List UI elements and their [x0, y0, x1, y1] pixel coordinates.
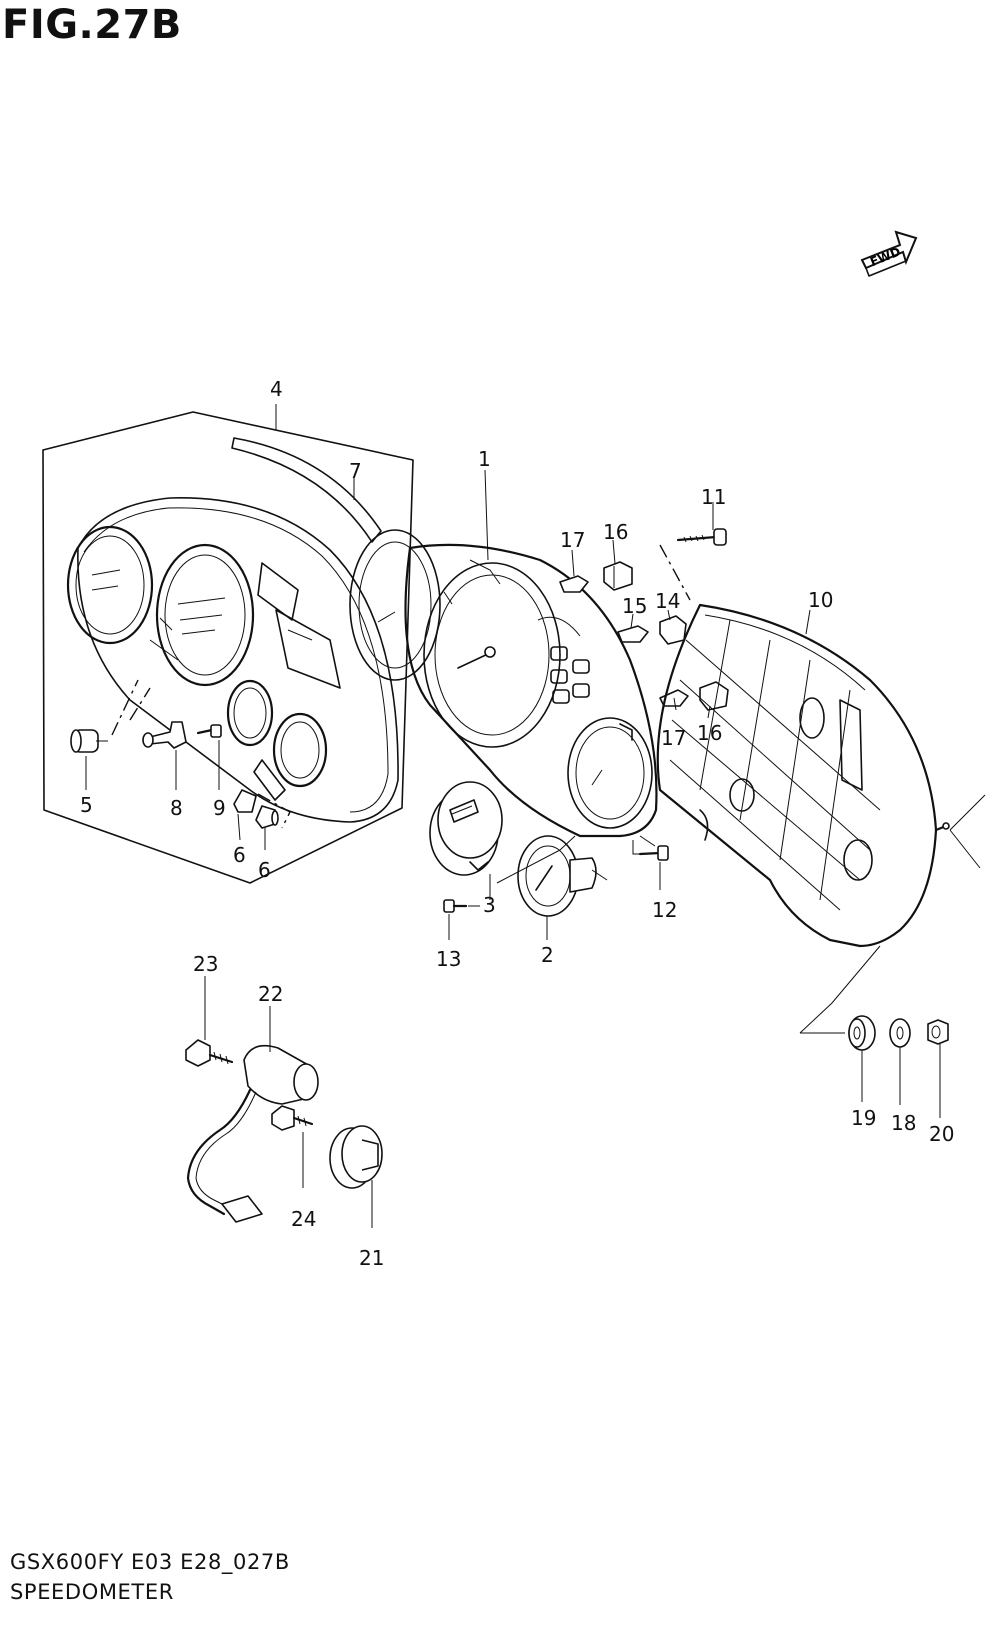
callout-6a: 6 [233, 843, 246, 867]
sensor-part-22 [186, 1044, 319, 1223]
callout-5: 5 [80, 793, 93, 817]
lower-case-part-10 [656, 603, 950, 948]
fwd-arrow-icon: FWD [860, 230, 918, 277]
screw-part-12 [638, 845, 669, 861]
callout-16a: 16 [603, 520, 628, 544]
bulb-part-6b [255, 805, 279, 829]
meter-part-2 [517, 835, 597, 917]
meter-part-3 [429, 781, 503, 876]
callout-17b: 17 [661, 726, 686, 750]
callout-11: 11 [701, 485, 726, 509]
section-name: SPEEDOMETER [10, 1580, 174, 1604]
socket-part-14 [659, 615, 687, 645]
callout-3: 3 [483, 893, 496, 917]
fwd-label: FWD [868, 244, 902, 269]
callout-17a: 17 [560, 528, 585, 552]
callout-18: 18 [891, 1111, 916, 1135]
washer-part-18 [889, 1018, 911, 1048]
screw-part-11 [676, 528, 727, 546]
callout-8: 8 [170, 796, 183, 820]
nut-part-20 [927, 1019, 949, 1045]
leader-lines [85, 404, 941, 1228]
callout-7: 7 [349, 459, 362, 483]
callout-16b: 16 [697, 721, 722, 745]
callout-labels: 1 2 3 4 5 6 6 7 8 9 10 11 12 13 14 15 16… [80, 377, 954, 1270]
callout-15: 15 [622, 594, 647, 618]
callout-2: 2 [541, 943, 554, 967]
bulb-part-6a [233, 789, 257, 813]
bulb-part-8 [142, 721, 187, 749]
callout-24: 24 [291, 1207, 316, 1231]
callout-23: 23 [193, 952, 218, 976]
figure-title: FIG.27B [2, 2, 182, 48]
callout-22: 22 [258, 982, 283, 1006]
callout-1: 1 [478, 447, 491, 471]
grommet-part-19 [848, 1015, 876, 1051]
callout-9: 9 [213, 796, 226, 820]
bolt-part-23 [185, 1039, 234, 1067]
diagram-code: GSX600FY E03 E28_027B [10, 1550, 290, 1574]
socket-part-21 [329, 1125, 383, 1189]
screw-part-13 [443, 899, 468, 913]
callout-6b: 6 [258, 858, 271, 882]
callout-19: 19 [851, 1106, 876, 1130]
socket-part-16-upper [603, 561, 633, 591]
bulb-part-17-upper [559, 575, 589, 593]
callout-20: 20 [929, 1122, 954, 1146]
bulb-part-15 [617, 625, 649, 643]
bolt-part-24 [271, 1105, 314, 1131]
lens-part-7 [231, 437, 382, 543]
callout-13: 13 [436, 947, 461, 971]
socket-part-16-lower [699, 681, 729, 711]
bulb-socket-part-5 [70, 729, 108, 753]
meter-assembly-part-1 [349, 529, 658, 838]
callout-21: 21 [359, 1246, 384, 1270]
screw-part-9 [196, 724, 222, 738]
upper-case-part-4 [42, 411, 414, 884]
callout-12: 12 [652, 898, 677, 922]
callout-14: 14 [655, 589, 680, 613]
callout-4: 4 [270, 377, 283, 401]
callout-10: 10 [808, 588, 833, 612]
